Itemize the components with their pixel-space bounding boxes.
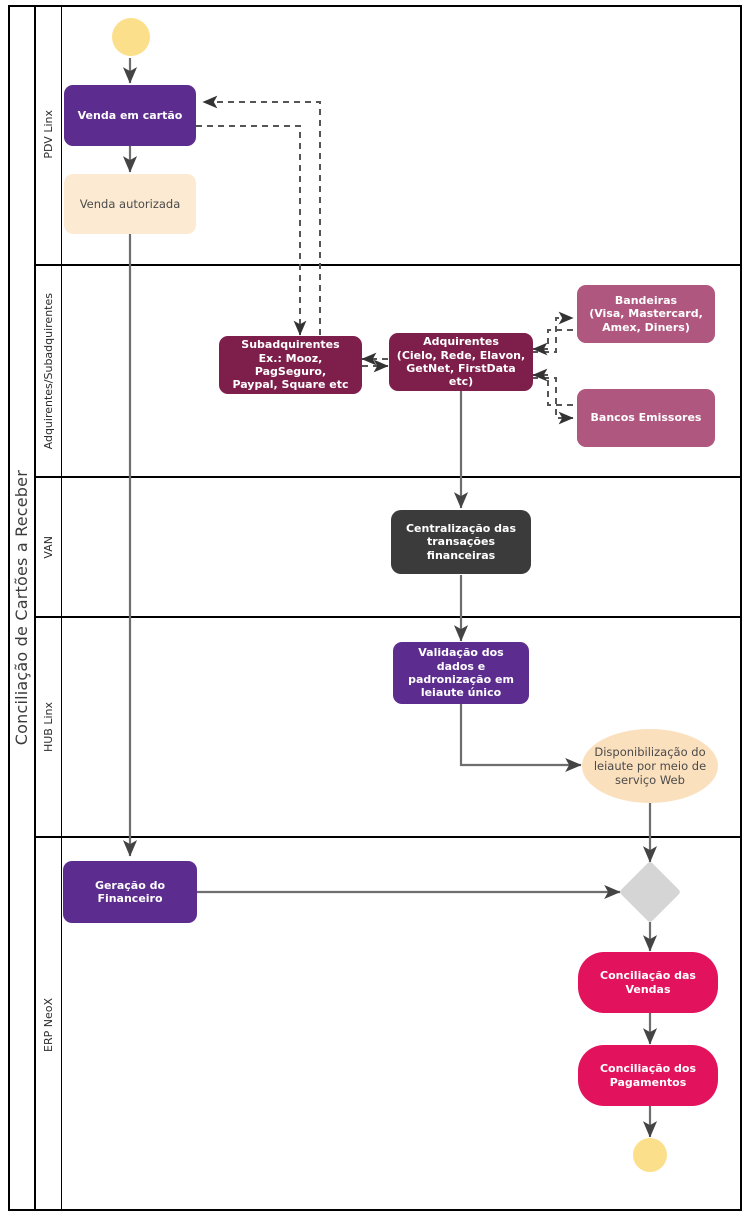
data-object-disponibilizacao[interactable]: Disponibilização do leiaute por meio de … — [582, 729, 718, 803]
lane-pdv: PDV Linx — [36, 5, 742, 266]
lane-label-erp-text: ERP NeoX — [42, 997, 55, 1052]
task-conciliacao-das-vendas-label: Conciliação das Vendas — [600, 969, 696, 996]
task-bancos-emissores[interactable]: Bancos Emissores — [577, 389, 715, 447]
data-object-venda-autorizada-label: Venda autorizada — [79, 196, 181, 211]
lane-label-adquirentes-text: Adquirentes/Subadquirentes — [42, 292, 55, 450]
lane-label-pdv-text: PDV Linx — [42, 110, 55, 159]
task-bandeiras-label: Bandeiras (Visa, Mastercard, Amex, Diner… — [589, 293, 703, 334]
lane-adquirentes: Adquirentes/Subadquirentes — [36, 266, 742, 478]
lane-label-erp: ERP NeoX — [36, 838, 62, 1211]
task-centralizacao[interactable]: Centralização das transações financeiras — [391, 510, 531, 574]
lane-label-adquirentes: Adquirentes/Subadquirentes — [36, 266, 62, 476]
lane-label-hub-text: HUB Linx — [42, 701, 55, 753]
task-conciliacao-dos-pagamentos-label: Conciliação dos Pagamentos — [599, 1062, 697, 1089]
data-object-disponibilizacao-label: Disponibilização do leiaute por meio de … — [593, 744, 707, 787]
lane-label-hub: HUB Linx — [36, 618, 62, 836]
task-geracao-do-financeiro-label: Geração do Financeiro — [94, 878, 166, 905]
task-venda-em-cartao-label: Venda em cartão — [77, 108, 183, 122]
start-event[interactable] — [112, 18, 150, 56]
pool-title: Conciliação de Cartões a Receber — [8, 5, 36, 1211]
lane-label-pdv: PDV Linx — [36, 5, 62, 264]
lane-erp: ERP NeoX — [36, 838, 742, 1211]
lane-label-van: VAN — [36, 478, 62, 616]
task-subadquirentes[interactable]: Subadquirentes Ex.: Mooz, PagSeguro, Pay… — [219, 336, 362, 394]
task-adquirentes[interactable]: Adquirentes (Cielo, Rede, Elavon, GetNet… — [389, 333, 533, 391]
pool-border — [8, 5, 742, 1211]
task-venda-em-cartao[interactable]: Venda em cartão — [64, 85, 196, 146]
pool-title-label: Conciliação de Cartões a Receber — [11, 470, 31, 746]
task-validacao-label: Validação dos dados e padronização em le… — [408, 646, 514, 700]
task-centralizacao-label: Centralização das transações financeiras — [405, 521, 516, 562]
task-geracao-do-financeiro[interactable]: Geração do Financeiro — [63, 861, 197, 923]
task-bancos-emissores-label: Bancos Emissores — [590, 411, 702, 425]
task-conciliacao-das-vendas[interactable]: Conciliação das Vendas — [578, 952, 718, 1013]
task-conciliacao-dos-pagamentos[interactable]: Conciliação dos Pagamentos — [578, 1045, 718, 1106]
task-bandeiras[interactable]: Bandeiras (Visa, Mastercard, Amex, Diner… — [577, 285, 715, 343]
lane-label-van-text: VAN — [42, 535, 55, 559]
task-adquirentes-label: Adquirentes (Cielo, Rede, Elavon, GetNet… — [396, 335, 526, 389]
task-validacao[interactable]: Validação dos dados e padronização em le… — [393, 642, 529, 704]
lane-hub: HUB Linx — [36, 618, 742, 838]
lane-van: VAN — [36, 478, 742, 618]
task-subadquirentes-label: Subadquirentes Ex.: Mooz, PagSeguro, Pay… — [232, 338, 349, 392]
data-object-venda-autorizada[interactable]: Venda autorizada — [64, 174, 196, 234]
end-event[interactable] — [633, 1138, 667, 1172]
